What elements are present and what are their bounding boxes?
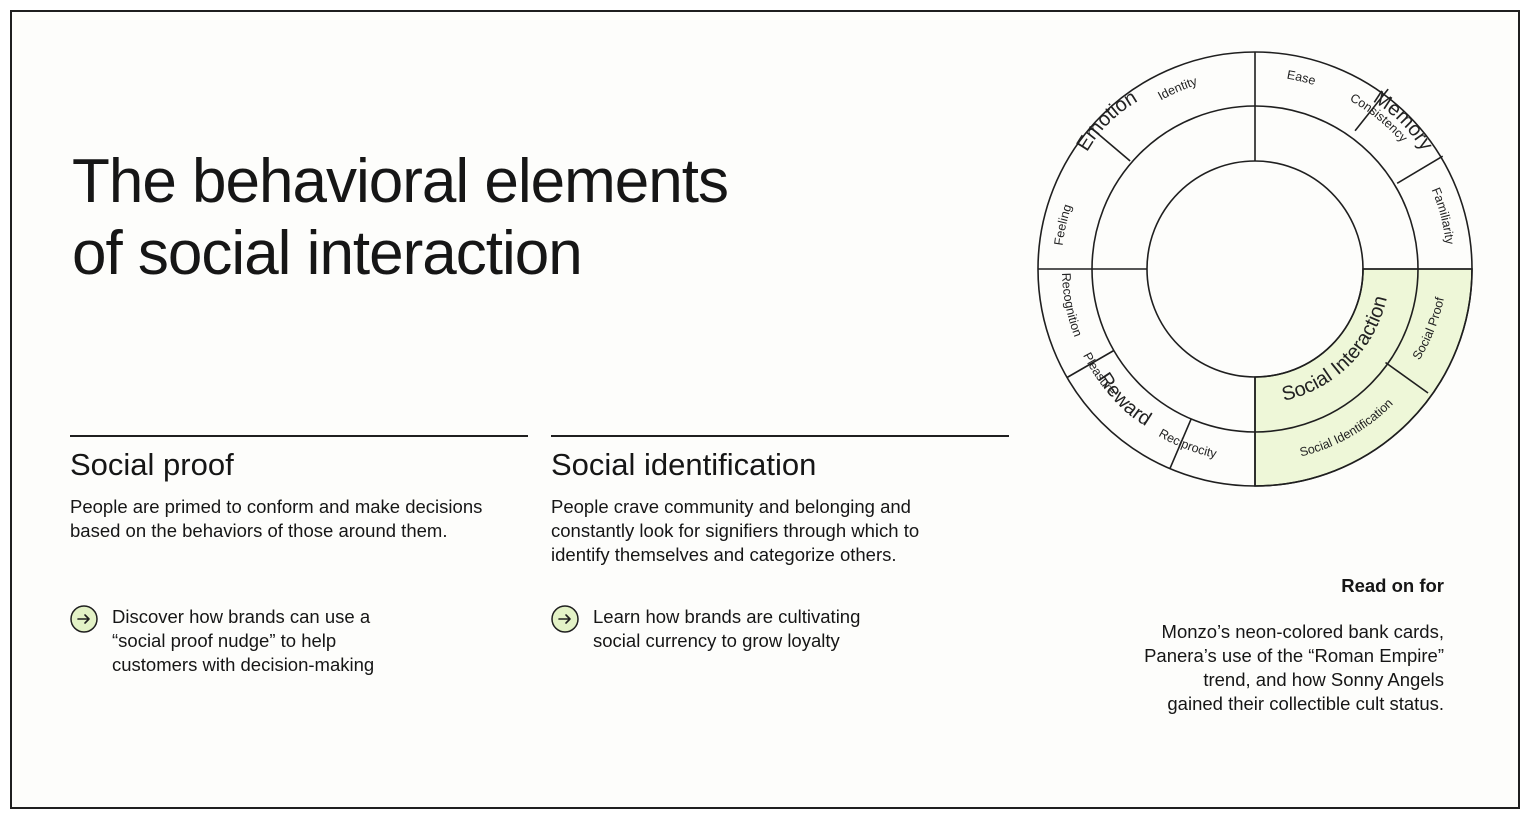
wheel-outer-identity: Identity — [1155, 74, 1199, 103]
social-identification-link[interactable]: Learn how brands are cultivating social … — [551, 605, 860, 653]
title-line-2: of social interaction — [72, 219, 583, 288]
read-on-line: gained their collectible cult status. — [1167, 693, 1444, 714]
link-line[interactable]: Learn how brands are cultivating — [593, 606, 861, 627]
behavioral-elements-wheel: Emotion Memory Social Interaction Reward… — [1037, 51, 1473, 487]
wheel-inner-emotion: Emotion — [1072, 86, 1140, 154]
divider-line — [1354, 88, 1389, 132]
section-body: People crave community and belonging and… — [551, 496, 920, 565]
link-line[interactable]: “social proof nudge” to help — [112, 630, 337, 651]
section-social-proof: Social proof People are primed to confor… — [70, 435, 528, 675]
title-line-1: The behavioral elements — [72, 147, 729, 216]
divider-line — [1089, 125, 1131, 162]
section-body: People are primed to conform and make de… — [70, 496, 483, 541]
social-proof-link[interactable]: Discover how brands can use a “social pr… — [70, 605, 374, 677]
link-text[interactable]: Learn how brands are cultivating social … — [593, 605, 860, 653]
read-on-heading: Read on for — [1341, 575, 1444, 596]
arrow-right-circle-icon — [551, 605, 579, 633]
section-heading: Social identification — [551, 447, 817, 482]
page-title: The behavioral elements of social intera… — [72, 146, 729, 290]
divider-line — [1385, 361, 1429, 394]
divider-line — [1169, 418, 1192, 469]
section-heading: Social proof — [70, 447, 234, 482]
link-line[interactable]: Discover how brands can use a — [112, 606, 371, 627]
section-divider — [551, 435, 1009, 437]
divider-line — [1066, 349, 1115, 379]
wheel-outer-ease: Ease — [1286, 68, 1317, 88]
inner-ring — [1146, 160, 1364, 378]
wheel-outer-feeling: Feeling — [1052, 202, 1075, 246]
link-line[interactable]: social currency to grow loyalty — [593, 630, 840, 651]
link-line[interactable]: customers with decision-making — [112, 654, 375, 675]
read-on-line: Panera’s use of the “Roman Empire” — [1144, 645, 1444, 666]
arrow-right-circle-icon — [70, 605, 98, 633]
read-on-block: Read on for Monzo’s neon-colored bank ca… — [1144, 574, 1444, 716]
section-divider — [70, 435, 528, 437]
read-on-line: trend, and how Sonny Angels — [1203, 669, 1444, 690]
link-text[interactable]: Discover how brands can use a “social pr… — [112, 605, 374, 677]
wheel-outer-recognition: Recognition — [1059, 273, 1085, 339]
section-social-identification: Social identification People crave commu… — [551, 435, 1009, 651]
divider-line — [1396, 155, 1444, 185]
read-on-line: Monzo’s neon-colored bank cards, — [1161, 621, 1444, 642]
read-on-text: Monzo’s neon-colored bank cards, Panera’… — [1144, 620, 1444, 716]
wheel-outer-familiarity: Familiarity — [1429, 186, 1457, 246]
wheel-outer-reciprocity: Reciprocity — [1157, 426, 1219, 461]
